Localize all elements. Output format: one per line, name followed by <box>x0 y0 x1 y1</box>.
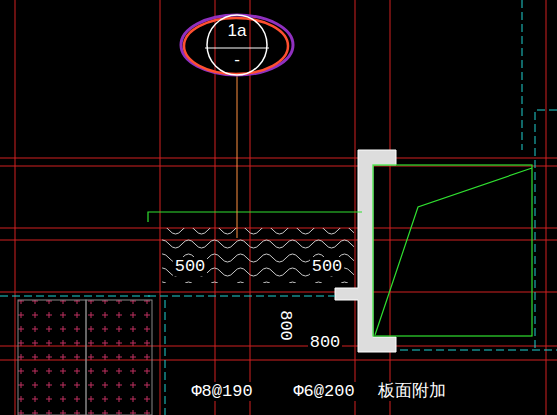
detail-number: 1a <box>228 22 247 39</box>
rebar-spec: Φ8@190 <box>189 382 254 401</box>
dimension: 800 <box>275 308 294 343</box>
callout-circle: 1a - <box>209 17 265 73</box>
sheet-mark: - <box>234 51 240 68</box>
note: 板面附加 <box>376 382 448 401</box>
rebar-spec: Φ6@200 <box>291 382 356 401</box>
dimension: 500 <box>173 257 208 276</box>
dimension: 800 <box>308 333 343 352</box>
dimension: 500 <box>310 257 345 276</box>
